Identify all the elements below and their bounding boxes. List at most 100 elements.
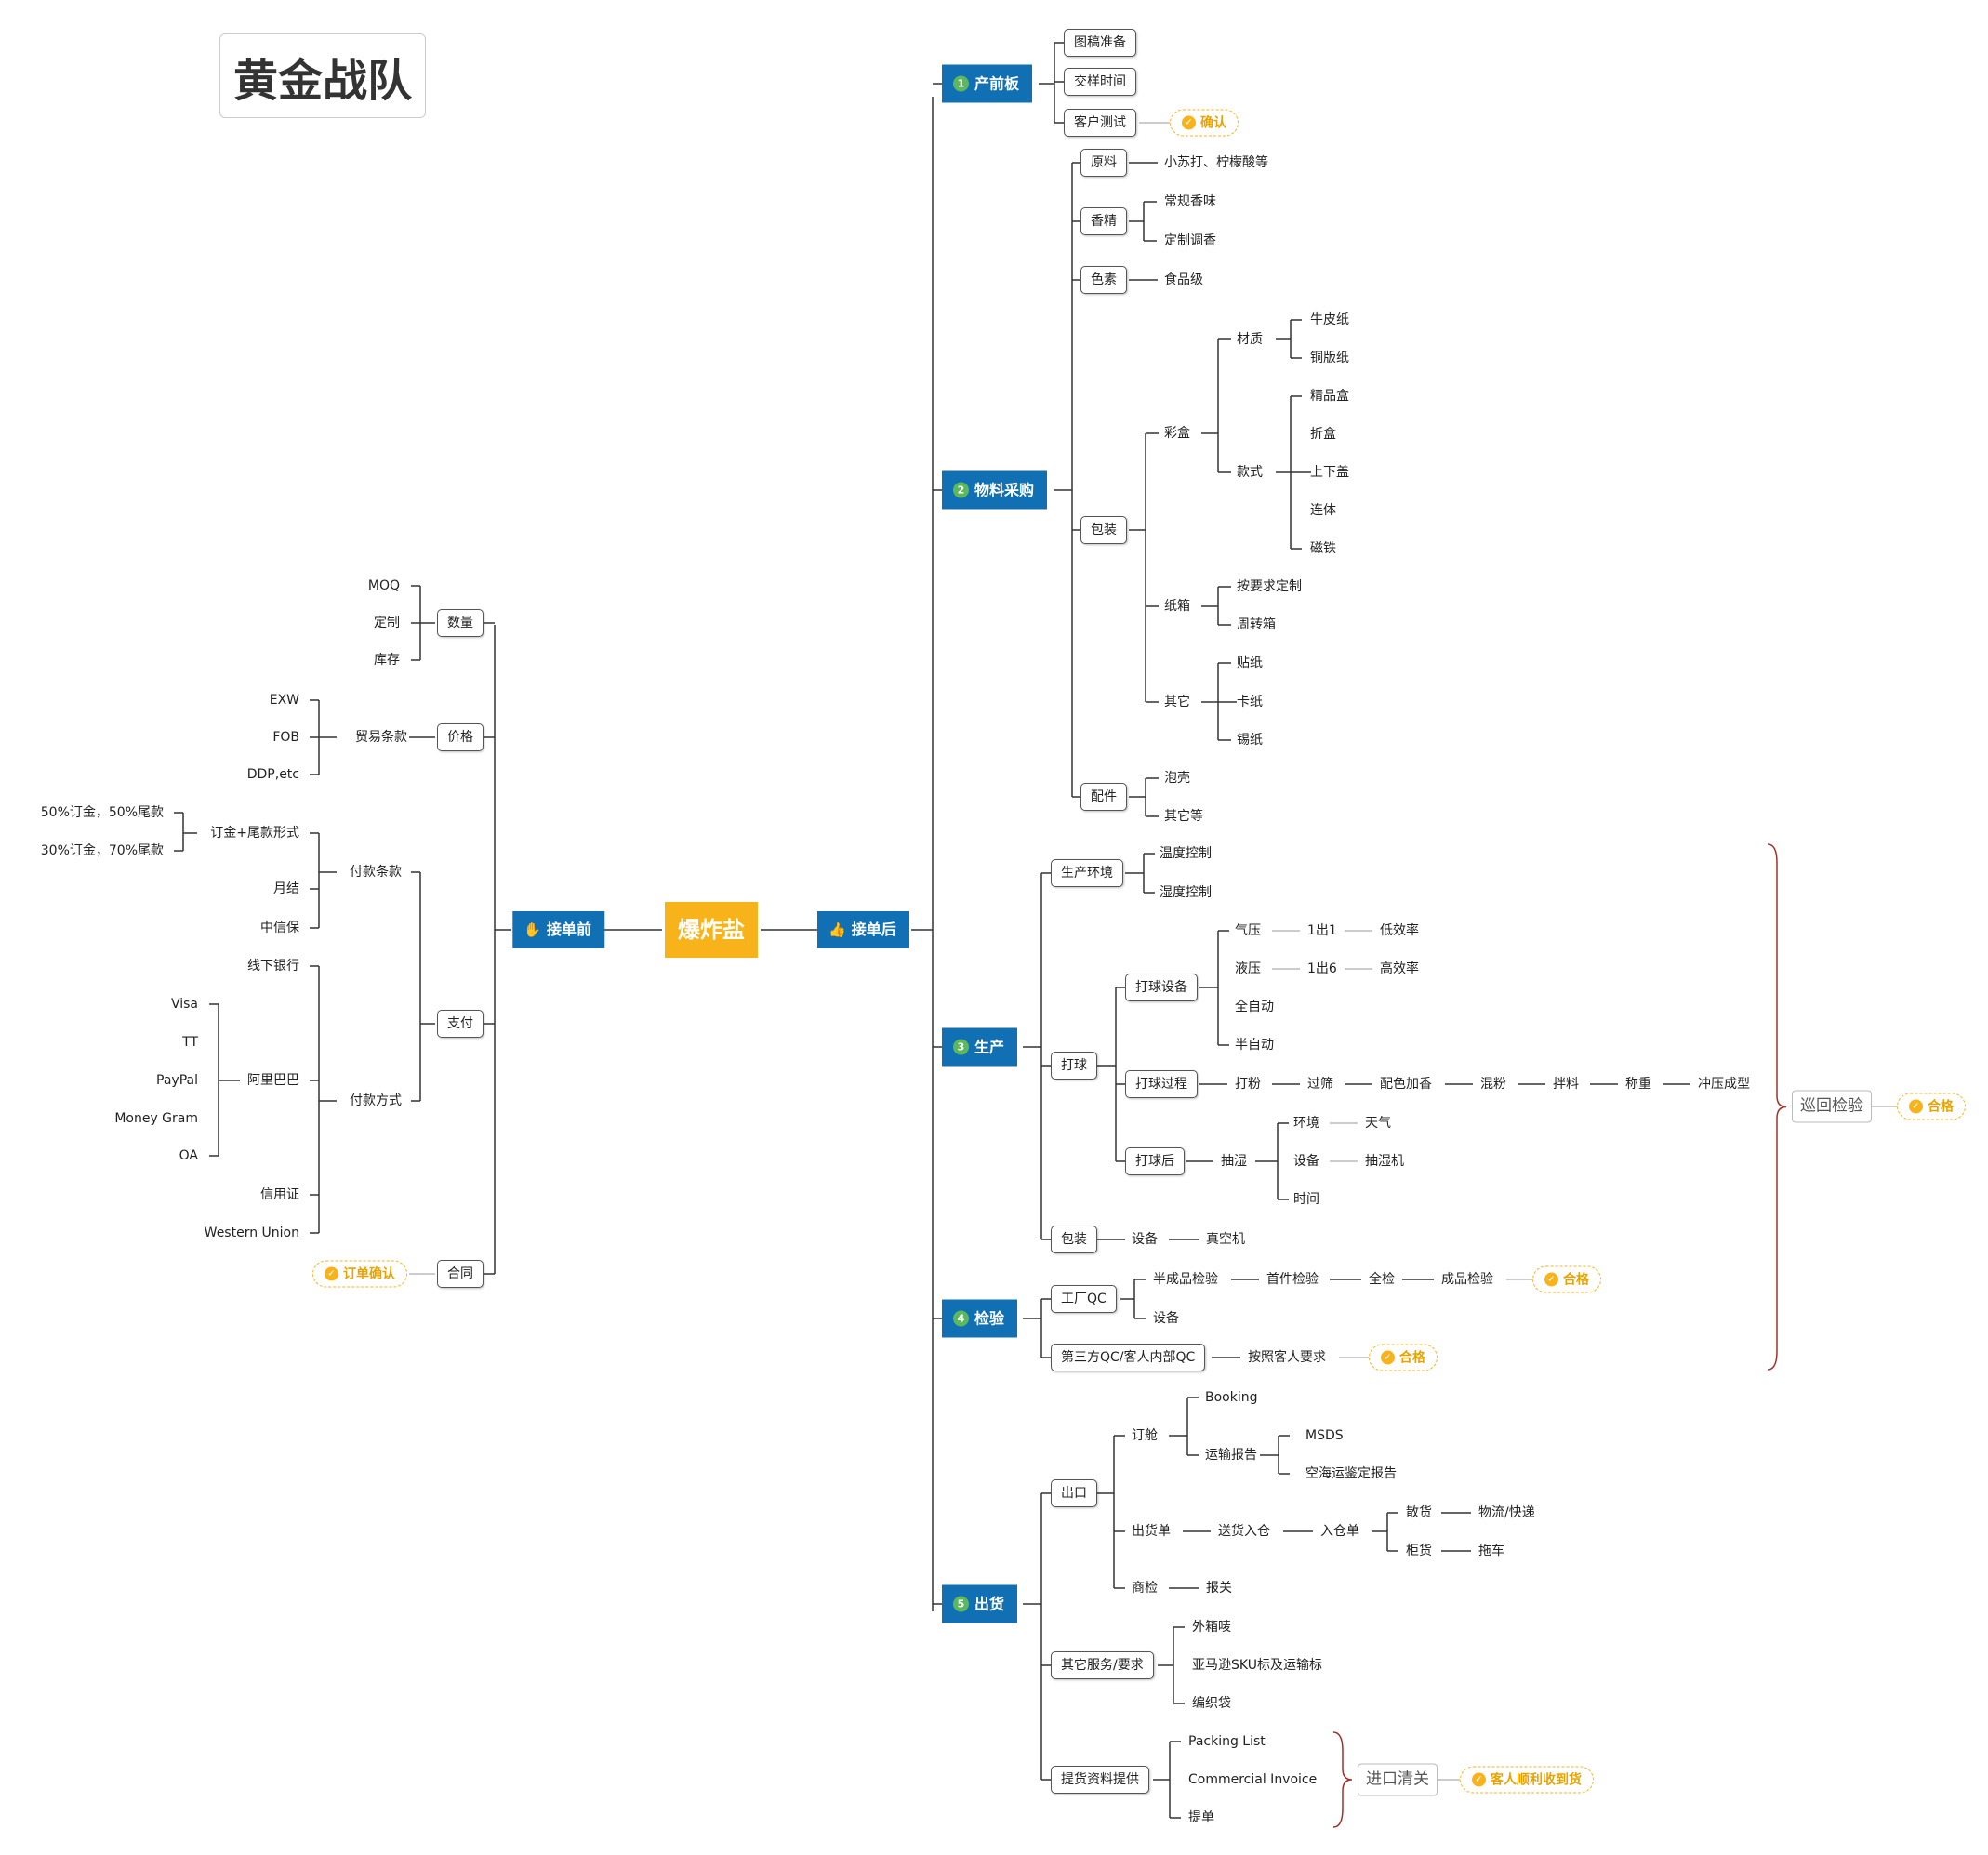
main-branch-label: 物料采购 [974,481,1035,498]
topic-label: 外箱唛 [1192,1620,1231,1635]
topic-box[interactable]: 打球 [1051,1052,1097,1080]
topic-label: 设备 [1153,1311,1179,1326]
topic-box[interactable]: 合同 [437,1260,484,1288]
topic-label: 抽湿机 [1365,1154,1404,1169]
topic-label: 小苏打、柠檬酸等 [1164,155,1268,170]
topic-box[interactable]: 包装 [1051,1226,1097,1253]
topic-label: 气压 [1235,923,1261,938]
topic-box[interactable]: 打球设备 [1125,974,1198,1001]
central-topic[interactable]: 爆炸盐 [665,902,758,958]
topic-label: 牛皮纸 [1310,312,1349,327]
topic-label: 半自动 [1235,1038,1274,1053]
topic-box[interactable]: 色素 [1080,266,1127,294]
topic-box[interactable]: 工厂QC [1051,1285,1117,1313]
topic-label: 亚马逊SKU标及运输标 [1192,1658,1322,1673]
topic-label: 彩盒 [1164,426,1190,441]
topic-label: 出货单 [1132,1524,1171,1539]
status-tag-label: 订单确认 [343,1266,395,1281]
topic-label: 月结 [273,881,299,896]
summary-brace [1332,1731,1353,1828]
topic-box[interactable]: 提货资料提供 [1051,1766,1149,1794]
topic-label: 连体 [1310,503,1336,518]
topic-label: 卡纸 [1237,695,1263,709]
status-tag: ✓订单确认 [312,1260,407,1288]
status-tag-label: 合格 [1563,1272,1589,1287]
topic-box[interactable]: 原料 [1080,149,1127,177]
topic-label: 按照客人要求 [1248,1350,1326,1365]
main-branch[interactable]: 👍接单后 [817,911,909,948]
topic-label: 1出1 [1307,923,1337,938]
topic-label: 中信保 [260,921,299,935]
topic-box[interactable]: 出口 [1051,1479,1097,1507]
topic-label: 温度控制 [1160,846,1212,861]
main-branch[interactable]: ✋ 接单前 [512,911,604,948]
check-icon: ✓ [1909,1099,1923,1114]
topic-label: 空海运鉴定报告 [1305,1466,1397,1481]
topic-box[interactable]: 数量 [437,609,484,637]
number-badge-icon: 1 [953,75,969,92]
status-tag: ✓ 合格 [1369,1344,1438,1371]
topic-box[interactable]: 交样时间 [1064,68,1136,96]
topic-box[interactable]: 支付 [437,1010,484,1038]
topic-box[interactable]: 打球过程 [1125,1070,1198,1098]
topic-box[interactable]: 配件 [1080,783,1127,811]
topic-label: 称重 [1625,1077,1651,1092]
status-tag: ✓ 合格 [1532,1265,1601,1293]
topic-label: 过筛 [1307,1077,1333,1092]
handshake-icon: ✋ [524,921,541,938]
topic-label: 磁铁 [1310,541,1336,556]
topic-label: 散货 [1406,1505,1432,1520]
topic-box[interactable]: 图稿准备 [1064,29,1136,57]
topic-label: 抽湿 [1221,1154,1247,1169]
topic-box[interactable]: 包装 [1080,516,1127,544]
topic-label: 款式 [1237,465,1263,480]
topic-label: 库存 [374,653,400,668]
topic-label: 1出6 [1307,961,1337,976]
status-tag-label: 合格 [1399,1350,1425,1365]
check-icon: ✓ [1544,1272,1558,1287]
main-branch-label: 接单前 [546,921,591,938]
topic-box[interactable]: 打球后 [1125,1147,1185,1175]
topic-label: 拖车 [1478,1544,1504,1558]
topic-label: 定制 [374,616,400,630]
topic-label: 常规香味 [1164,194,1216,209]
topic-box[interactable]: 其它服务/要求 [1051,1651,1154,1679]
topic-label: 打粉 [1235,1077,1261,1092]
topic-box[interactable]: 香精 [1080,207,1127,235]
check-icon: ✓ [1182,115,1196,130]
topic-label: 周转箱 [1237,617,1276,632]
status-tag-label: 客人顺利收到货 [1491,1772,1582,1787]
topic-box[interactable]: 生产环境 [1051,859,1123,887]
topic-label: 成品检验 [1441,1272,1493,1287]
topic-box[interactable]: 客户测试 [1064,109,1136,137]
topic-label: 其它 [1164,695,1190,709]
topic-label: 折盒 [1310,427,1336,442]
topic-label: 入仓单 [1320,1524,1359,1539]
topic-label: 柜货 [1406,1544,1432,1558]
topic-label: 按要求定制 [1237,579,1302,594]
topic-label: 付款条款 [350,865,402,880]
check-icon: ✓ [1381,1350,1395,1365]
topic-label: 物流/快递 [1478,1505,1535,1520]
topic-label: Commercial Invoice [1188,1772,1318,1787]
topic-label: 定制调香 [1164,233,1216,248]
topic-box[interactable]: 价格 [437,723,484,751]
topic-box[interactable]: 第三方QC/客人内部QC [1051,1344,1206,1371]
number-badge-icon: 3 [953,1039,969,1055]
topic-label: 其它等 [1164,809,1203,824]
topic-label: 设备 [1293,1154,1319,1169]
status-tag: ✓合格 [1897,1093,1966,1120]
topic-label: 拌料 [1553,1077,1579,1092]
topic-label: 配色加香 [1380,1077,1432,1092]
main-branch-label: 出货 [974,1595,1005,1612]
topic-label: TT [182,1035,198,1050]
title-box: 黄金战队 [219,33,426,118]
summary-box: 巡回检验 [1792,1090,1872,1123]
